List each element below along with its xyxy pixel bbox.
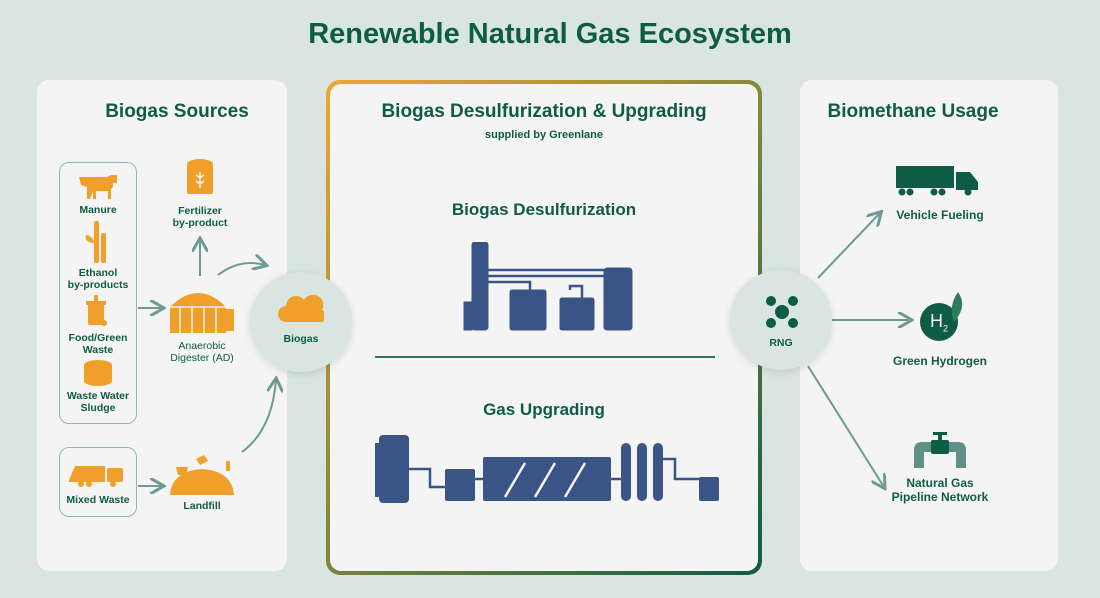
- page-title: Renewable Natural Gas Ecosystem: [308, 18, 792, 50]
- sugarcane-icon: [85, 221, 106, 263]
- upgrading-heading: Gas Upgrading: [483, 400, 605, 419]
- landfill-label: Landfill: [183, 500, 221, 512]
- cloud-icon: [278, 294, 324, 322]
- rng-label: RNG: [769, 337, 793, 349]
- digester-label: Anaerobic Digester (AD): [170, 340, 234, 364]
- digester-icon: [170, 293, 234, 333]
- vehicle-fueling-label: Vehicle Fueling: [896, 208, 984, 222]
- ethanol-label: Ethanol by-products: [67, 267, 129, 291]
- biomethane-usage-heading: Biomethane Usage: [827, 101, 999, 122]
- food-waste-label: Food/Green Waste: [68, 332, 128, 356]
- garbage-truck-icon: [69, 466, 123, 487]
- biogas-node: [250, 272, 352, 372]
- pipeline-icon: [914, 432, 966, 468]
- h2-subscript: 2: [942, 323, 948, 334]
- sludge-tank-icon: [84, 360, 112, 386]
- sludge-label: Waste Water Sludge: [66, 390, 130, 414]
- mixed-waste-box: [59, 447, 137, 517]
- upgrading-equipment-icon: [375, 435, 719, 503]
- center-heading: Biogas Desulfurization & Upgrading: [381, 101, 707, 122]
- waste-bin-icon: [86, 295, 107, 326]
- leaf-icon: [951, 292, 963, 322]
- pipeline-label: Natural Gas Pipeline Network: [891, 476, 989, 504]
- organic-sources-box: [59, 162, 137, 424]
- biogas-label: Biogas: [283, 333, 319, 345]
- fertilizer-bag-icon: [187, 159, 213, 194]
- divider: [375, 356, 715, 358]
- desulfurization-equipment-icon: [463, 242, 633, 331]
- supplier-text: supplied by Greenlane: [485, 129, 603, 141]
- biogas-sources-heading: Biogas Sources: [105, 101, 249, 122]
- cow-icon: [79, 175, 117, 199]
- fertilizer-label: Fertilizer by-product: [172, 205, 228, 229]
- truck-icon: [896, 166, 978, 196]
- desulf-heading: Biogas Desulfurization: [451, 200, 637, 219]
- desulfurization-upgrading-panel: Biogas Desulfurization & Upgrading suppl…: [326, 80, 762, 575]
- manure-label: Manure: [79, 204, 117, 216]
- rng-node: [730, 270, 832, 370]
- hydrogen-icon: H2: [920, 303, 958, 341]
- green-hydrogen-label: Green Hydrogen: [892, 354, 988, 368]
- molecule-icon: [766, 296, 798, 328]
- h2-symbol: H: [929, 311, 943, 331]
- mixed-waste-label: Mixed Waste: [66, 494, 130, 506]
- landfill-icon: [170, 455, 234, 495]
